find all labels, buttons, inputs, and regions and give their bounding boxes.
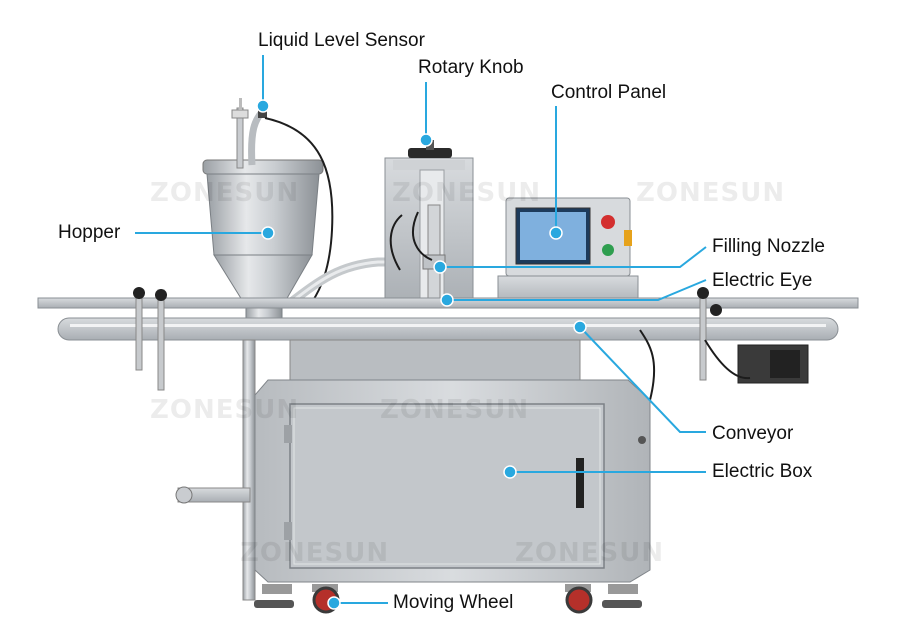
control-panel-shape [497,197,639,307]
watermark: ZONESUN [150,395,300,425]
watermark: ZONESUN [515,538,665,568]
label-hopper: Hopper [58,222,121,243]
label-filling-nozzle: Filling Nozzle [712,236,825,257]
electric-box-shape [254,379,651,583]
pump-column [384,140,474,309]
watermark: ZONESUN [636,178,786,208]
label-electric-box: Electric Box [712,461,813,482]
watermark: ZONESUN [392,178,542,208]
label-moving-wheel: Moving Wheel [393,592,514,613]
watermark: ZONESUN [240,538,390,568]
label-rotary-knob: Rotary Knob [418,57,524,78]
watermark: ZONESUN [150,178,300,208]
hopper-shape [202,98,334,323]
callout-lines [135,55,707,604]
label-liquid-level-sensor: Liquid Level Sensor [258,30,425,51]
label-control-panel: Control Panel [551,82,667,103]
watermark: ZONESUN [380,395,530,425]
label-conveyor: Conveyor [712,423,794,444]
label-electric-eye: Electric Eye [712,270,813,291]
callout-dots [256,99,587,610]
